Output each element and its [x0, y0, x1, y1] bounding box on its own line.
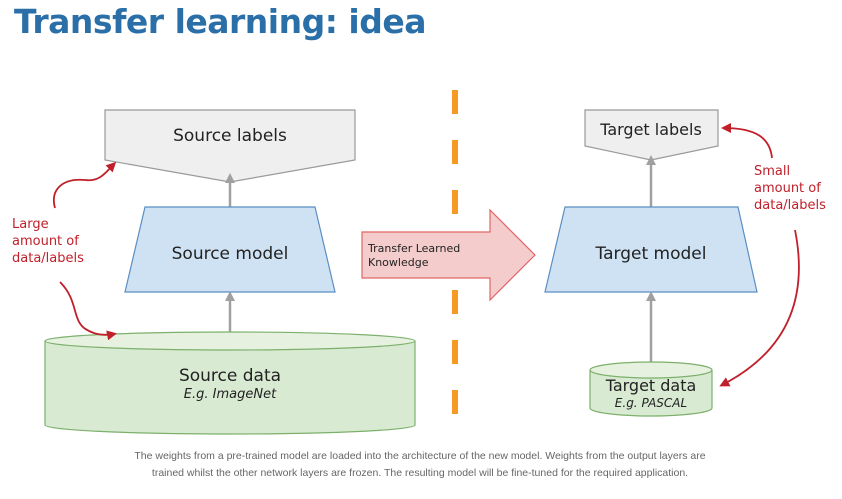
- target-labels-text: Target labels: [599, 120, 702, 139]
- large-data-annotation: Large amount of data/labels: [12, 161, 117, 341]
- small-data-note-line: Small: [754, 164, 790, 179]
- source-data-node: Source data E.g. ImageNet: [44, 331, 416, 435]
- large-data-to-source-data-arrow: [59, 281, 117, 341]
- svg-text:Transfer Learned Knowled: Transfer Learned Knowledge: [367, 242, 464, 269]
- source-data-example: E.g. ImageNet: [184, 387, 277, 402]
- transfer-arrow: Transfer Learned Knowledge: [361, 208, 536, 302]
- source-labels-text: Source labels: [173, 126, 287, 146]
- svg-text:Large amount of da: Large amount of data/labels: [12, 217, 84, 266]
- source-labels-node: Source labels: [104, 109, 356, 183]
- target-labels-node: Target labels: [584, 109, 719, 161]
- source-data-text: Source data: [179, 366, 281, 386]
- large-data-note-line: data/labels: [12, 251, 84, 266]
- target-data-example: E.g. PASCAL: [615, 396, 687, 410]
- transfer-label-line: Transfer Learned: [367, 242, 460, 255]
- page-title: Transfer learning: idea: [14, 2, 427, 41]
- large-data-note-line: amount of: [12, 234, 79, 249]
- small-data-note-line: data/labels: [754, 198, 826, 213]
- small-data-annotation: Small amount of data/labels: [719, 123, 826, 387]
- source-model-text: Source model: [172, 244, 289, 264]
- transfer-label-line: Knowledge: [368, 256, 429, 269]
- svg-text:Small amount of da: Small amount of data/labels: [754, 164, 826, 213]
- target-data-text: Target data: [605, 376, 697, 395]
- source-model-node: Source model: [124, 206, 336, 293]
- small-data-note-line: amount of: [754, 181, 821, 196]
- small-data-to-labels-arrow: [721, 123, 773, 159]
- figure-caption: The weights from a pre-trained model are…: [134, 450, 706, 479]
- large-data-to-labels-arrow: [53, 161, 117, 209]
- target-model-text: Target model: [595, 244, 707, 264]
- target-data-node: Target data E.g. PASCAL: [589, 361, 713, 417]
- target-model-node: Target model: [544, 206, 758, 293]
- large-data-note-line: Large: [12, 217, 49, 232]
- small-data-to-target-data-arrow: [719, 229, 800, 387]
